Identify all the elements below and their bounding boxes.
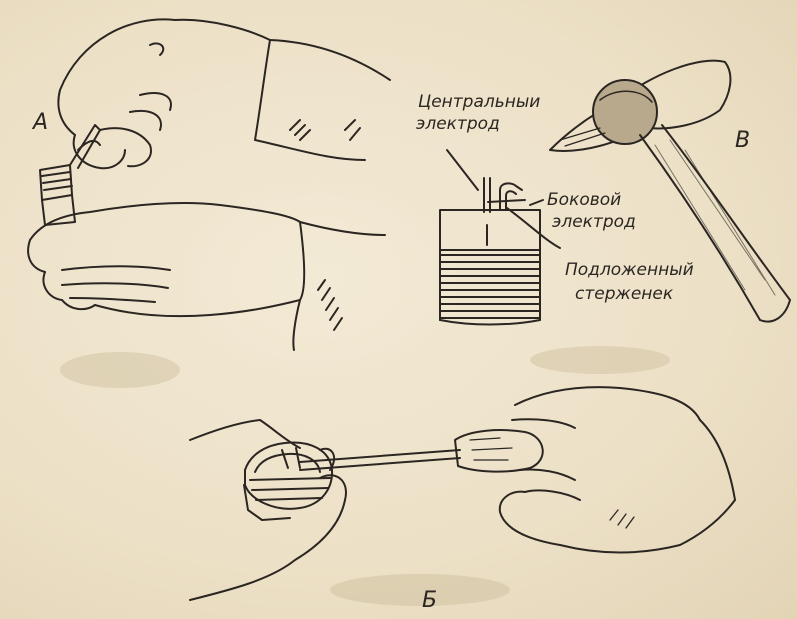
part-label-b: Б bbox=[422, 590, 437, 612]
inserted-rod-label-line2: стерженек bbox=[575, 286, 673, 303]
side-electrode-label-line1: Боковой bbox=[547, 192, 621, 209]
central-electrode-label-line1: Центральныи bbox=[418, 94, 540, 111]
paper-stains bbox=[60, 346, 670, 606]
hands-screwdriver-drawing bbox=[190, 387, 735, 600]
part-label-v: В bbox=[735, 130, 750, 152]
central-electrode-label-line2: электрод bbox=[416, 116, 500, 133]
hands-adjusting-plug-drawing bbox=[28, 19, 390, 350]
spark-plug-gap-diagram bbox=[440, 150, 560, 325]
side-electrode-label-line2: электрод bbox=[552, 214, 636, 231]
inserted-rod-label-line1: Подложенный bbox=[565, 262, 694, 279]
part-label-a: А bbox=[33, 112, 48, 134]
